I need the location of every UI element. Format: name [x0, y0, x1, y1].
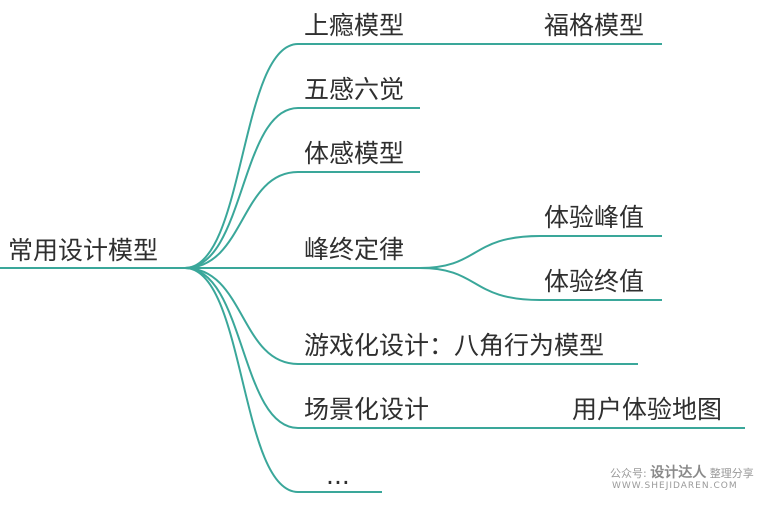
- connector-child-4-1: [419, 235, 541, 269]
- child-label-1-1: 福格模型: [544, 11, 645, 40]
- branch-label-4: 峰终定律: [304, 235, 405, 264]
- watermark-prefix: 公众号:: [610, 467, 647, 480]
- branch-label-7: ...: [326, 461, 350, 490]
- connector-branch-3: [184, 171, 299, 269]
- watermark-url: WWW.SHEJIDAREN.COM: [612, 481, 738, 491]
- connector-branch-5: [184, 267, 299, 365]
- branch-label-5: 游戏化设计：八角行为模型: [304, 331, 605, 360]
- connector-branch-6: [184, 267, 299, 429]
- connector-branch-2: [184, 107, 299, 269]
- watermark-brand: 设计达人: [650, 465, 707, 481]
- child-label-6-1: 用户体验地图: [572, 395, 723, 424]
- connector-branch-1: [184, 43, 299, 269]
- child-label-4-1: 体验峰值: [544, 203, 645, 232]
- branch-label-3: 体感模型: [304, 139, 405, 168]
- root-node-label: 常用设计模型: [8, 236, 159, 265]
- branch-label-2: 五感六觉: [304, 75, 405, 104]
- connector-child-4-2: [419, 267, 541, 301]
- branch-label-6: 场景化设计: [304, 395, 430, 424]
- connector-branch-7: [184, 267, 299, 493]
- watermark-source: 公众号: 设计达人 整理分享: [610, 462, 754, 482]
- branch-label-1: 上瘾模型: [304, 11, 405, 40]
- child-label-4-2: 体验终值: [544, 267, 645, 296]
- watermark-suffix: 整理分享: [709, 467, 754, 480]
